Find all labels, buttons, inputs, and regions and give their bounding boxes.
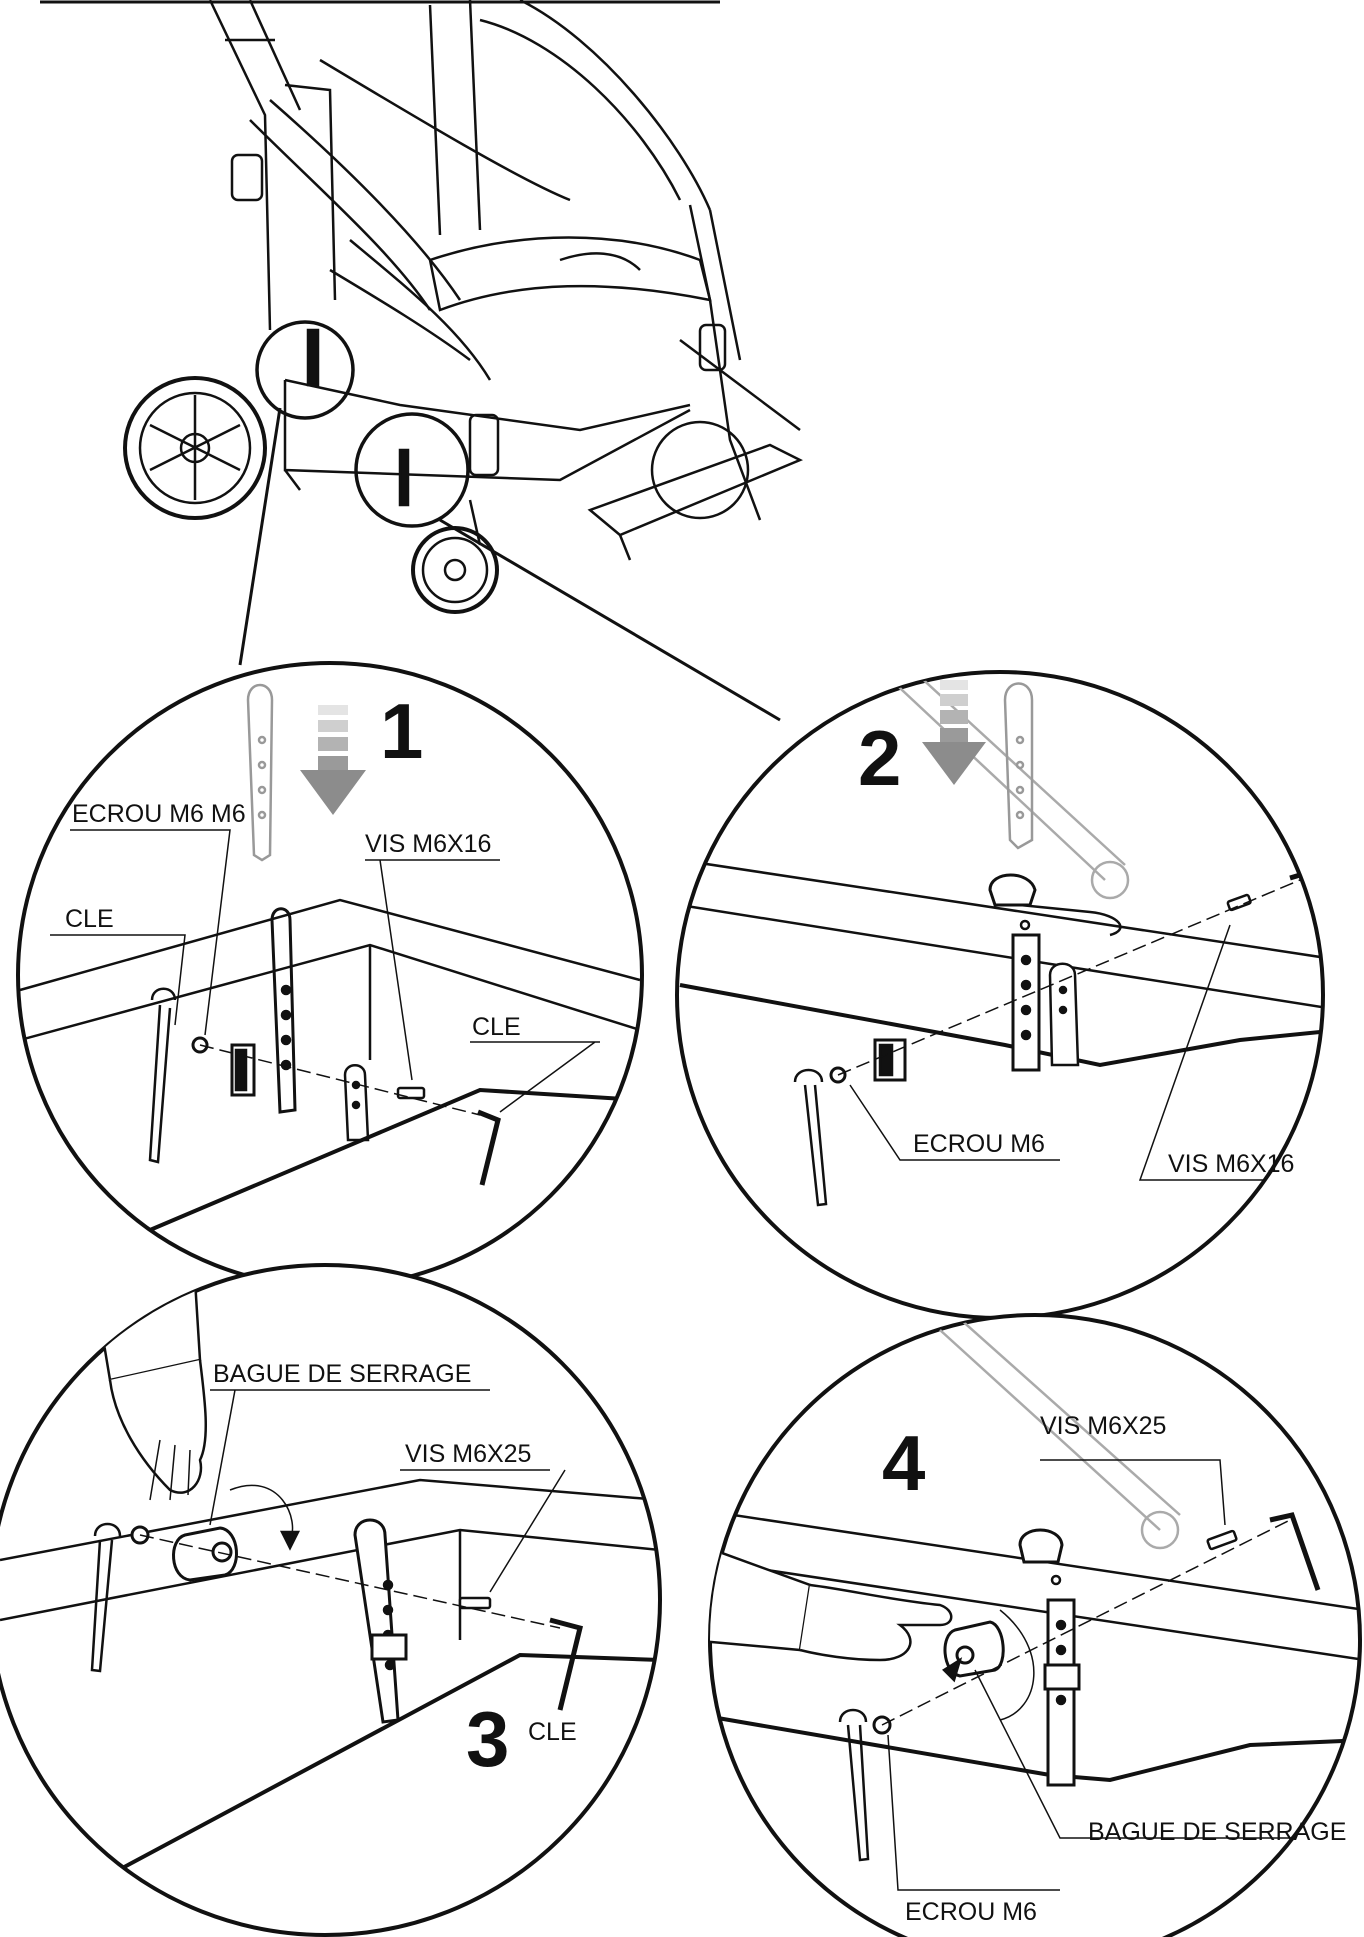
step-3-panel: 3 BAGUE DE SERRAGE VIS M6X25 CLE — [0, 1263, 662, 1937]
label-bague-de-serrage: BAGUE DE SERRAGE — [213, 1360, 471, 1388]
down-arrow-1 — [300, 705, 366, 815]
label-ecrou-m6: ECROU M6 — [905, 1898, 1037, 1926]
label-ecrou-m6: ECROU M6 — [913, 1130, 1045, 1158]
step-1-number: 1 — [380, 687, 423, 775]
label-bague-de-serrage: BAGUE DE SERRAGE — [1088, 1818, 1346, 1846]
label-ecrou-m6-m6: ECROU M6 M6 — [72, 800, 246, 828]
label-cle-wrench: CLE — [65, 905, 114, 933]
label-vis-m6x25: VIS M6X25 — [1040, 1412, 1166, 1440]
step-3-number: 3 — [466, 1695, 509, 1783]
down-arrow-2 — [922, 680, 986, 785]
label-vis-m6x16: VIS M6X16 — [1168, 1150, 1294, 1178]
step-4-panel: 4 VIS M6X25 BAGUE DE SERRAGE ECROU M6 — [708, 1313, 1362, 1937]
step-4-number: 4 — [882, 1419, 925, 1507]
step-1-panel: 1 ECROU M6 M6 VIS M6X16 CLE CLE — [16, 661, 644, 1289]
label-vis-m6x25: VIS M6X25 — [405, 1440, 531, 1468]
label-cle-allen: CLE — [472, 1013, 521, 1041]
step-2-number: 2 — [858, 714, 901, 802]
label-cle-allen: CLE — [528, 1718, 577, 1746]
step-2-panel: 2 ECROU M6 VIS M6X16 — [675, 670, 1325, 1320]
stroller-overview — [40, 0, 804, 614]
label-vis-m6x16: VIS M6X16 — [365, 830, 491, 858]
